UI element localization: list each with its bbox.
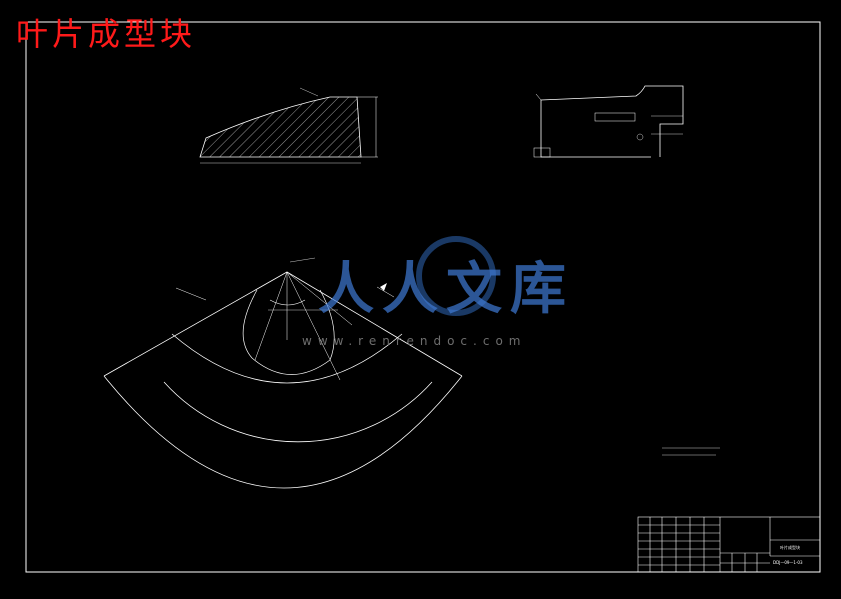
drawing-title: 叶片成型块	[16, 15, 197, 53]
title-block-part-name: 叶片成型块	[780, 545, 800, 550]
notes-block	[662, 447, 720, 456]
development-view	[103, 257, 463, 489]
drawing-border	[25, 21, 821, 573]
title-block-drawing-number: DDJ一09一1-03	[773, 560, 803, 565]
watermark-url: www.renrendoc.com	[302, 334, 527, 348]
title-block	[637, 516, 821, 573]
watermark-brand: 人人文库	[318, 257, 574, 322]
side-view	[533, 85, 684, 158]
section-view	[199, 87, 378, 164]
watermark-logo-icon	[416, 236, 496, 316]
